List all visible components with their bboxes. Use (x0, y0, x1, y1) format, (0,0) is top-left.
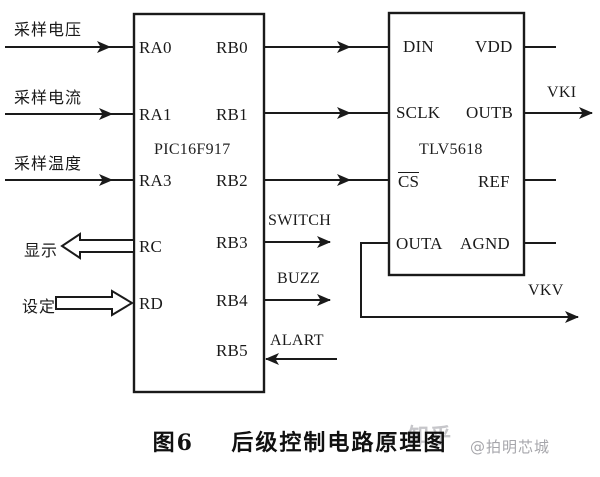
output-label-vkv: VKV (528, 282, 564, 299)
figure-caption-number: 图6 (152, 430, 194, 456)
mcu-chip-body (132, 12, 266, 394)
signal-label-switch: SWITCH (268, 212, 332, 229)
output-label-vki: VKI (547, 84, 577, 101)
input-label-sample-temperature: 采样温度 (14, 154, 83, 173)
dac-pin-sclk: SCLK (396, 103, 441, 122)
figure-caption: 图6 后级控制电路原理图 (0, 425, 600, 457)
signal-label-alart: ALART (270, 332, 324, 349)
brand-watermark: @拍明芯城 (470, 438, 551, 456)
mcu-pin-ra0: RA0 (139, 38, 172, 57)
mcu-pin-ra3: RA3 (139, 171, 172, 190)
input-label-sample-voltage: 采样电压 (14, 20, 83, 39)
mcu-pin-rc: RC (139, 237, 163, 256)
dac-pin-din: DIN (403, 37, 434, 56)
output-wire-vkv (360, 242, 579, 323)
dac-pin-ref: REF (478, 172, 510, 191)
mcu-pin-rb0: RB0 (216, 38, 248, 57)
mcu-chip-name: PIC16F917 (154, 141, 231, 158)
input-label-sample-current: 采样电流 (14, 88, 83, 107)
mcu-pin-ra1: RA1 (139, 105, 172, 124)
dac-pin-outa: OUTA (396, 234, 443, 253)
mcu-pin-rb2: RB2 (216, 171, 248, 190)
dac-pin-cs-label: CS (398, 172, 420, 191)
mcu-pin-rb5: RB5 (216, 341, 248, 360)
dac-pin-agnd: AGND (460, 234, 510, 253)
mcu-pin-rb3: RB3 (216, 233, 248, 252)
signal-label-buzz: BUZZ (277, 270, 320, 287)
io-wire-display (60, 232, 135, 260)
mcu-pin-rb1: RB1 (216, 105, 248, 124)
io-label-display: 显示 (24, 241, 59, 260)
dac-pin-cs: CS (398, 172, 420, 192)
dac-chip-body (387, 11, 526, 277)
mcu-pin-rd: RD (139, 294, 164, 313)
zhihu-watermark: 知乎 (408, 424, 452, 448)
dac-pin-outb: OUTB (466, 103, 514, 122)
dac-pin-vdd: VDD (475, 37, 513, 56)
io-label-setting: 设定 (22, 297, 57, 316)
dac-chip-name: TLV5618 (419, 141, 483, 158)
figure-caption-text: 后级控制电路原理图 (231, 430, 448, 456)
io-wire-setting (55, 289, 134, 317)
mcu-pin-rb4: RB4 (216, 291, 248, 310)
